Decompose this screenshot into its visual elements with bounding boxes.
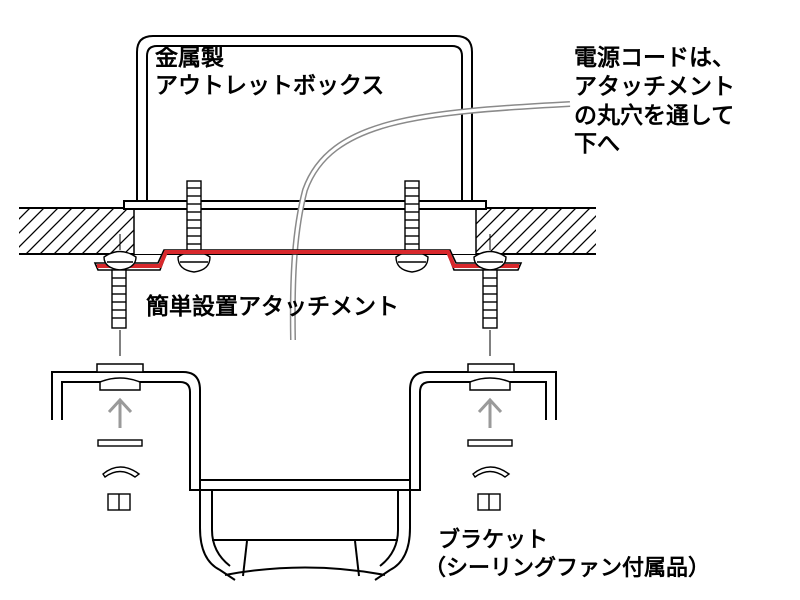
outlet-box-label-line: アウトレットボックス: [155, 73, 385, 100]
power-cord: [289, 101, 571, 341]
attachment-label: 簡単設置アタッチメント: [146, 294, 399, 320]
box-screw-right: [395, 180, 429, 273]
bracket-label-line: （シーリングファン付属品）: [424, 556, 711, 582]
easy-install-attachment: [93, 249, 523, 271]
bracket-pads: [96, 363, 515, 391]
ceiling-board: [19, 207, 596, 255]
power-cord-label-line: アタッチメント: [574, 73, 735, 100]
power-cord-label-line: の丸穴を通して: [574, 102, 735, 129]
bracket-label: ブラケット （シーリングファン付属品）: [424, 527, 710, 583]
attachment-screw-right: [473, 250, 507, 329]
washer-stack-left: [97, 439, 143, 511]
washer-stack-right: [467, 439, 513, 511]
power-cord-label: 電源コードは、 アタッチメント の丸穴を通して 下へ: [574, 44, 735, 159]
insert-arrow-left: [107, 397, 133, 428]
outlet-box-label: 金属製 アウトレットボックス: [155, 44, 384, 100]
outlet-box-label-line: 金属製: [155, 45, 224, 71]
power-cord-label-line: 下へ: [574, 131, 620, 158]
power-cord-label-line: 電源コードは、: [574, 45, 735, 71]
axis-lines: [119, 234, 491, 356]
attachment-screw-left: [103, 250, 137, 329]
insert-arrow-right: [477, 397, 503, 428]
fan-bracket: [51, 371, 557, 581]
bracket-label-line: ブラケット: [438, 528, 549, 553]
